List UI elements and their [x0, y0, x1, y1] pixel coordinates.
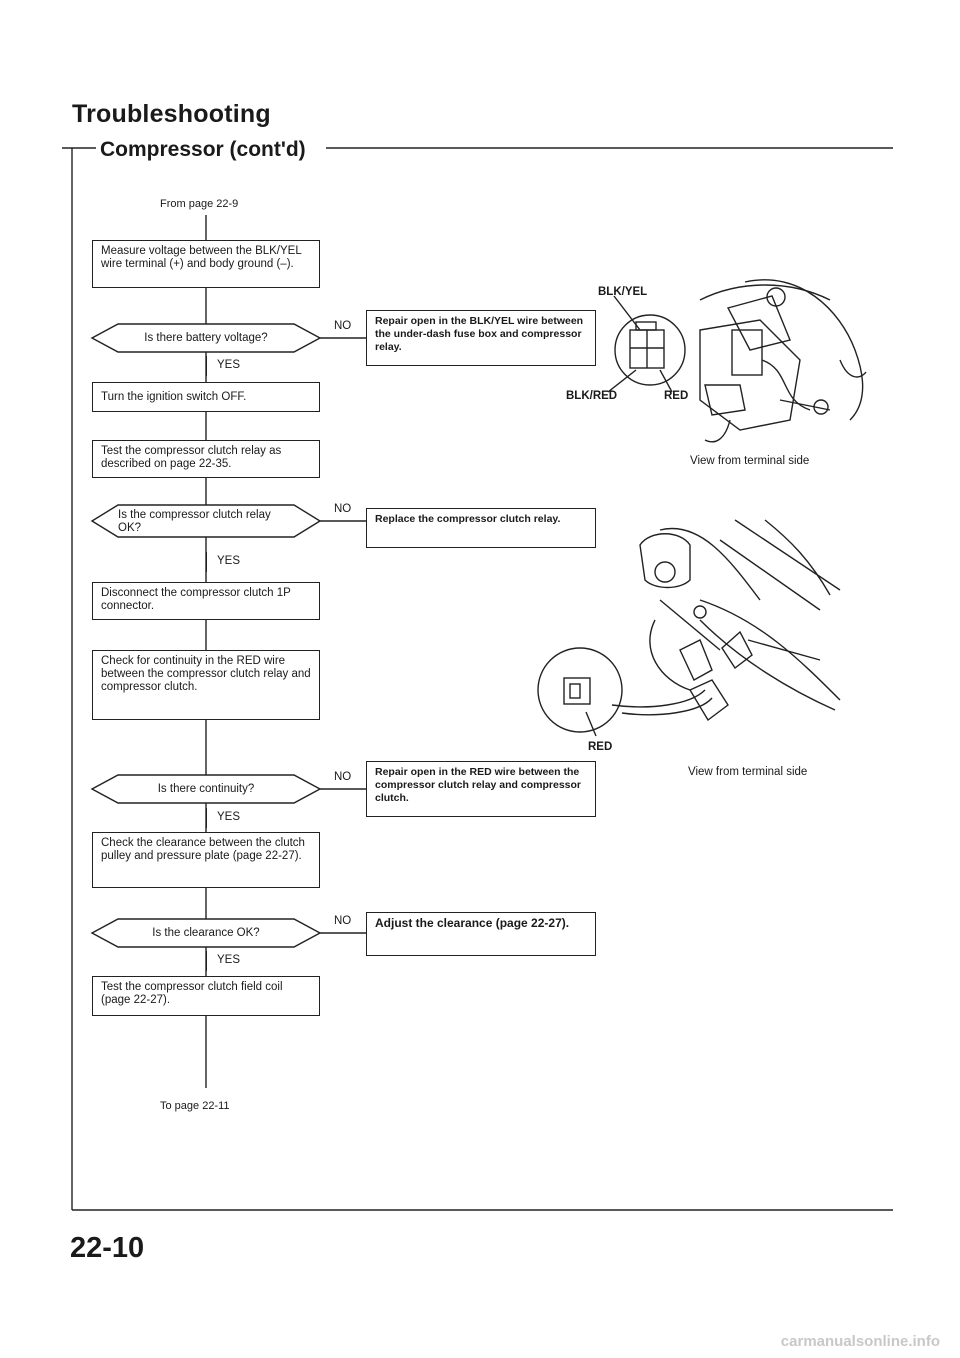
yes-label-4: YES [206, 951, 256, 971]
yes-label-1: YES [206, 356, 256, 376]
action-adjust-clearance: Adjust the clearance (page 22-27). [366, 912, 596, 956]
step-ignition-off: Turn the ignition switch OFF. [92, 382, 320, 412]
action-repair-blk-yel: Repair open in the BLK/YEL wire between … [366, 310, 596, 366]
relay-connector-figure [607, 279, 867, 443]
to-page-label: To page 22-11 [160, 1100, 230, 1112]
page-number: 22-10 [70, 1232, 145, 1264]
no-label-2: NO [334, 503, 352, 515]
wire-label-red-1: RED [664, 390, 689, 402]
wire-label-blk-red: BLK/RED [566, 390, 618, 402]
figure2-caption: View from terminal side [688, 766, 808, 778]
wire-label-red-2: RED [588, 741, 613, 753]
no-label-1: NO [334, 320, 352, 332]
decision-battery-voltage: Is there battery voltage? [144, 332, 268, 344]
from-page-label: From page 22-9 [160, 198, 239, 210]
action-replace-relay: Replace the compressor clutch relay. [366, 508, 596, 548]
decision-relay-ok: Is the compressor clutch relay OK? [118, 509, 271, 534]
decision-continuity: Is there continuity? [157, 783, 255, 795]
step-measure-voltage: Measure voltage between the BLK/YEL wire… [92, 240, 320, 288]
step-check-clearance: Check the clearance between the clutch p… [92, 832, 320, 888]
action-repair-red-wire: Repair open in the RED wire between the … [366, 761, 596, 817]
compressor-connector-figure [537, 519, 841, 737]
section-subtitle: Compressor (cont'd) [100, 138, 306, 161]
wire-label-blk-yel: BLK/YEL [598, 286, 648, 298]
watermark-text: carmanualsonline.info [780, 1333, 940, 1350]
no-label-3: NO [334, 771, 352, 783]
yes-label-3: YES [206, 808, 256, 828]
step-test-field-coil: Test the compressor clutch field coil (p… [92, 976, 320, 1016]
decision-clearance-ok: Is the clearance OK? [152, 927, 260, 939]
step-check-continuity: Check for continuity in the RED wire bet… [92, 650, 320, 720]
page-title: Troubleshooting [72, 100, 271, 128]
step-test-relay: Test the compressor clutch relay as desc… [92, 440, 320, 478]
figure1-caption: View from terminal side [690, 455, 810, 467]
yes-label-2: YES [206, 552, 256, 572]
no-label-4: NO [334, 915, 352, 927]
step-disconnect-connector: Disconnect the compressor clutch 1P conn… [92, 582, 320, 620]
